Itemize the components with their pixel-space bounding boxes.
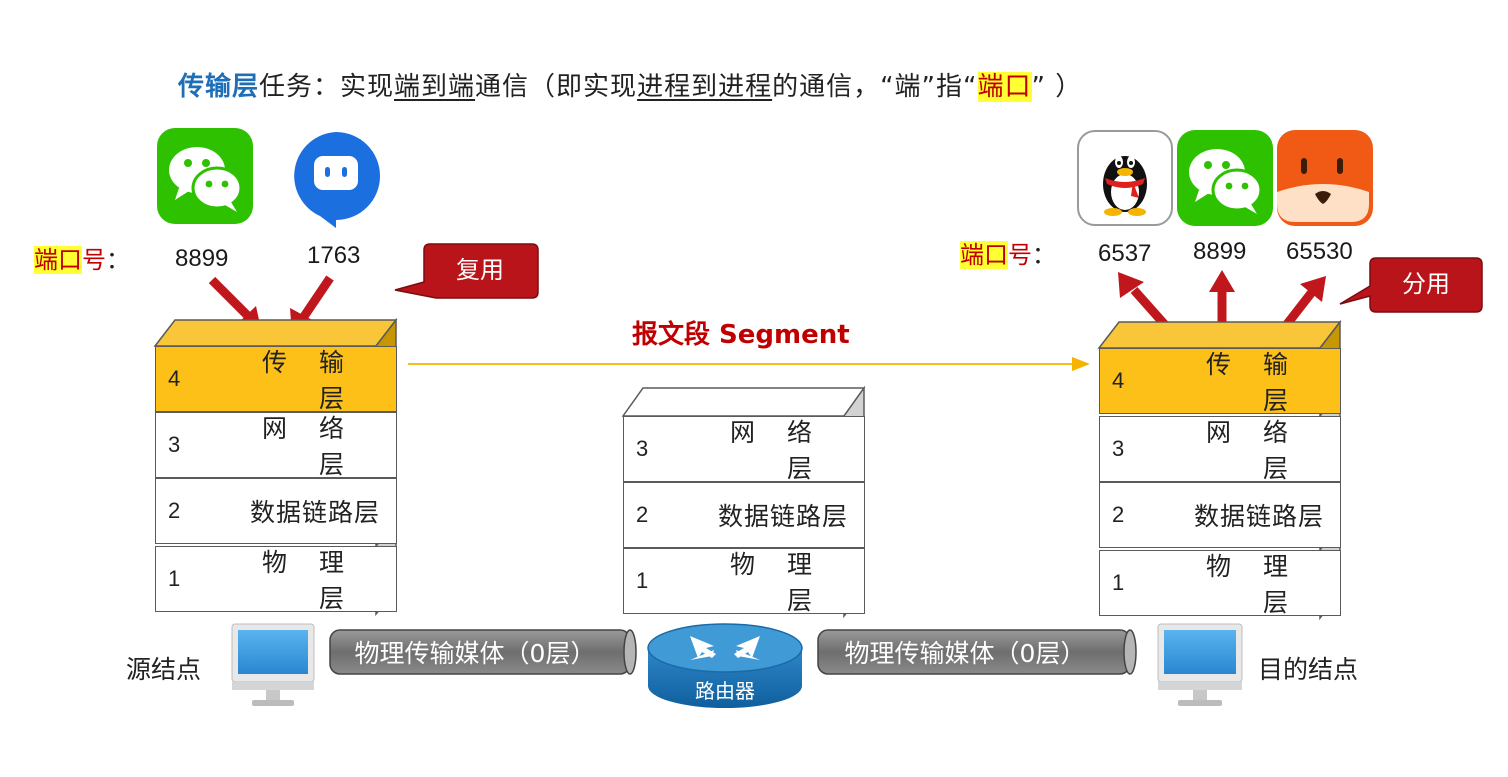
- source-layer-transport: 4 传 输 层: [155, 346, 397, 413]
- layer-number: 3: [1112, 436, 1125, 461]
- layer-number: 1: [1112, 570, 1125, 595]
- title-transport-layer: 传输层: [178, 72, 260, 102]
- left-media-label: 物理传输媒体（0层）: [355, 639, 596, 668]
- destination-arrow-3: [1280, 276, 1326, 331]
- layer-number: 2: [168, 498, 181, 523]
- port-label-highlight: 端口: [34, 246, 82, 274]
- layer-number: 1: [636, 568, 649, 593]
- title-text: 通信（即实现: [475, 72, 638, 102]
- layer-name: 数据链路层: [717, 502, 848, 531]
- destination-layer-network: 3 网 络 层: [1099, 416, 1341, 483]
- source-port-1: 8899: [175, 245, 229, 272]
- qq-penguin-icon: [1077, 130, 1173, 226]
- wechat-icon: [1177, 130, 1273, 226]
- layer-name: 物 理 层: [262, 548, 356, 613]
- source-port-2: 1763: [307, 242, 361, 269]
- layer-name: 网 络 层: [1206, 418, 1300, 483]
- router-label: 路由器: [695, 679, 755, 703]
- router-icon: 路由器: [647, 623, 803, 708]
- multiplex-label: 复用: [456, 256, 504, 284]
- source-layer-network: 3 网 络 层: [155, 412, 397, 479]
- destination-port-3: 65530: [1286, 238, 1353, 265]
- layer-name: 网 络 层: [730, 418, 824, 483]
- destination-port-2: 8899: [1193, 238, 1247, 265]
- title-text: 任务：实现: [259, 72, 395, 102]
- destination-port-label: 端口号：: [960, 235, 1056, 270]
- layer-number: 4: [1112, 368, 1125, 393]
- router-layer-datalink: 2 数据链路层: [623, 482, 865, 548]
- multiplex-callout: 复用: [394, 243, 539, 299]
- destination-node-label: 目的结点: [1258, 655, 1359, 684]
- demultiplex-label: 分用: [1402, 270, 1450, 298]
- port-label-colon: ：: [1032, 241, 1056, 269]
- source-computer-icon: [231, 623, 315, 706]
- destination-port-1: 6537: [1098, 240, 1152, 267]
- fox-icon: [1277, 130, 1373, 226]
- demultiplex-callout: 分用: [1339, 257, 1483, 313]
- layer-number: 2: [636, 502, 649, 527]
- title-text: ” ）: [1031, 72, 1083, 102]
- title-port-highlight: 端口: [977, 72, 1032, 102]
- source-layer-physical: 1 物 理 层: [155, 546, 397, 613]
- router-layer-network: 3 网 络 层: [623, 416, 865, 483]
- right-media-label: 物理传输媒体（0层）: [845, 639, 1086, 668]
- destination-layer-datalink: 2 数据链路层: [1099, 482, 1341, 548]
- page-title: 传输层任务：实现端到端通信（即实现进程到进程的通信，“端”指“端口” ）: [178, 66, 1082, 103]
- source-layer-datalink: 2 数据链路层: [155, 478, 397, 544]
- left-transmission-media: 物理传输媒体（0层）: [329, 629, 637, 675]
- layer-number: 3: [168, 432, 181, 457]
- layer-name: 数据链路层: [1193, 502, 1324, 531]
- port-label-rest: 号: [1008, 241, 1032, 269]
- title-text: 的通信，“端”指“: [772, 72, 978, 102]
- port-label-rest: 号: [82, 246, 106, 274]
- layer-number: 2: [1112, 502, 1125, 527]
- chat-pin-icon: [290, 130, 382, 228]
- title-end-to-end: 端到端: [394, 72, 476, 102]
- port-label-colon: ：: [106, 246, 130, 274]
- layer-number: 4: [168, 366, 181, 391]
- layer-name: 物 理 层: [1206, 552, 1300, 617]
- right-transmission-media: 物理传输媒体（0层）: [817, 629, 1137, 675]
- title-process-to-process: 进程到进程: [637, 72, 773, 102]
- port-label-highlight: 端口: [960, 241, 1008, 269]
- layer-name: 物 理 层: [730, 550, 824, 615]
- layer-name: 传 输 层: [262, 348, 356, 413]
- segment-label: 报文段 Segment: [632, 320, 850, 350]
- destination-arrow-1: [1118, 272, 1170, 329]
- destination-computer-icon: [1157, 623, 1243, 706]
- source-node-label: 源结点: [126, 655, 202, 684]
- source-port-label: 端口号：: [34, 240, 130, 275]
- layer-name: 数据链路层: [249, 498, 380, 527]
- layer-name: 传 输 层: [1206, 350, 1300, 415]
- layer-number: 3: [636, 436, 649, 461]
- layer-number: 1: [168, 566, 181, 591]
- router-layer-physical: 1 物 理 层: [623, 548, 865, 615]
- destination-layer-physical: 1 物 理 层: [1099, 550, 1341, 617]
- wechat-icon: [157, 128, 253, 224]
- destination-layer-transport: 4 传 输 层: [1099, 348, 1341, 415]
- layer-name: 网 络 层: [262, 414, 356, 479]
